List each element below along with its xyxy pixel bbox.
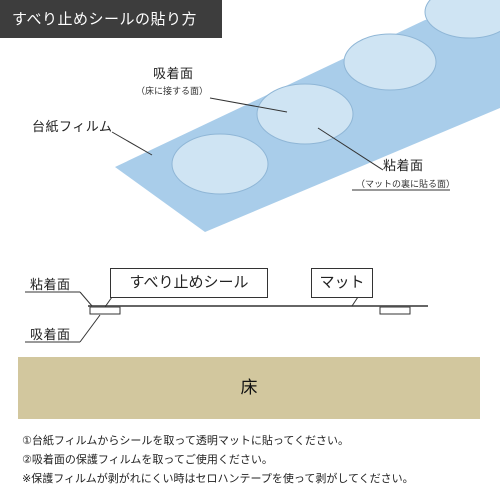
leader-side-suction-2 [79, 314, 101, 343]
seal-disc-4 [424, 0, 500, 39]
note-caution: ※保護フィルムが剥がれにくい時はセロハンテープを使って剥がしてください。 [22, 472, 414, 485]
label-adhesive-face-note: （マットの裏に貼る面） [356, 180, 456, 190]
seal-label-box: すべり止めシール [110, 268, 268, 298]
seal-left [89, 306, 121, 315]
mat-label-box: マット [311, 268, 373, 298]
side-label-suction-face: 吸着面 [30, 328, 71, 343]
label-suction-face-note: （床に接する面） [136, 87, 209, 97]
label-backing-film: 台紙フィルム [32, 120, 113, 135]
side-label-adhesive-face: 粘着面 [30, 278, 71, 293]
label-suction-face: 吸着面 [153, 67, 194, 82]
seal-disc-1 [171, 133, 269, 195]
floor: 床 [18, 357, 480, 419]
seal-disc-3 [343, 33, 437, 91]
note-step-1: ①台紙フィルムからシールを取って透明マットに貼ってください。 [22, 434, 349, 447]
leader-mat-box [351, 296, 359, 307]
leader-line-suction [209, 97, 288, 113]
leader-line-adhesive [317, 127, 384, 171]
seal-right [379, 306, 411, 315]
leader-seal-box [104, 296, 113, 308]
seal-disc-2 [256, 83, 354, 145]
label-adhesive-face: 粘着面 [383, 159, 424, 174]
note-step-2: ②吸着面の保護フィルムを取ってご使用ください。 [22, 453, 273, 466]
leader-side-adhesive-2 [79, 291, 93, 307]
leader-line-backing [111, 131, 153, 156]
title-bar: すべり止めシールの貼り方 [0, 0, 222, 38]
